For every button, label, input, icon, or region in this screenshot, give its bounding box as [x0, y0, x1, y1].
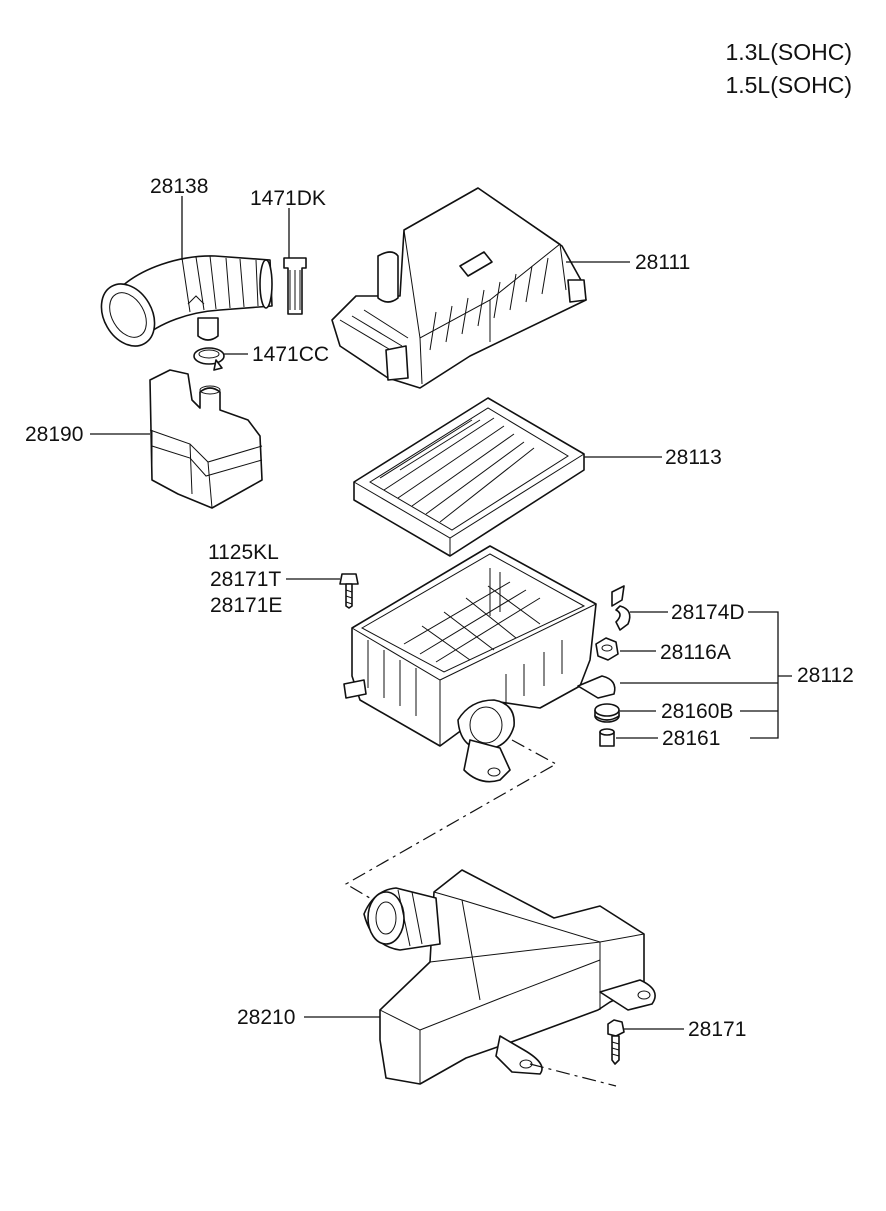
- part-label-28171e: 28171E: [210, 594, 282, 617]
- assembly-line-bolt: [529, 1063, 617, 1087]
- clip-28174d[interactable]: [611, 585, 631, 631]
- air-filter-element-28113[interactable]: [353, 397, 585, 557]
- resonator-28190[interactable]: [149, 369, 263, 509]
- air-cleaner-lower-body-28112[interactable]: [343, 545, 616, 783]
- part-label-28171: 28171: [688, 1018, 746, 1041]
- collar-28161[interactable]: [599, 728, 615, 747]
- part-label-28116a: 28116A: [660, 641, 731, 664]
- grommet-28160b[interactable]: [594, 703, 620, 723]
- part-label-28190: 28190: [25, 423, 83, 446]
- part-label-28113: 28113: [665, 446, 722, 469]
- part-label-28160b: 28160B: [661, 700, 733, 723]
- air-cleaner-upper-cover-28111[interactable]: [331, 187, 587, 389]
- part-label-1471dk: 1471DK: [250, 187, 326, 210]
- clamp-1471dk[interactable]: [283, 257, 307, 315]
- intake-duct-28210[interactable]: [363, 869, 656, 1085]
- hose-clamp-1471cc[interactable]: [193, 347, 225, 371]
- part-label-28112: 28112: [797, 664, 854, 687]
- part-label-1125kl: 1125KL: [208, 541, 279, 564]
- bolt-28171t[interactable]: [339, 573, 359, 609]
- bolt-28171[interactable]: [607, 1019, 625, 1065]
- part-label-28138: 28138: [150, 175, 208, 198]
- engine-label-1-3l: 1.3L(SOHC): [725, 39, 852, 65]
- part-label-28171t: 28171T: [210, 568, 281, 591]
- part-label-28161: 28161: [662, 727, 720, 750]
- part-label-28174d: 28174D: [671, 601, 745, 624]
- nut-28116a[interactable]: [595, 637, 619, 661]
- part-label-28210: 28210: [237, 1006, 295, 1029]
- assembly-line-duct: [344, 739, 558, 905]
- group-bracket-28112: [740, 611, 792, 739]
- part-label-1471cc: 1471CC: [252, 343, 329, 366]
- engine-label-1-5l: 1.5L(SOHC): [725, 72, 852, 98]
- part-label-28111: 28111: [635, 251, 690, 274]
- intake-hose-28138[interactable]: [91, 255, 273, 356]
